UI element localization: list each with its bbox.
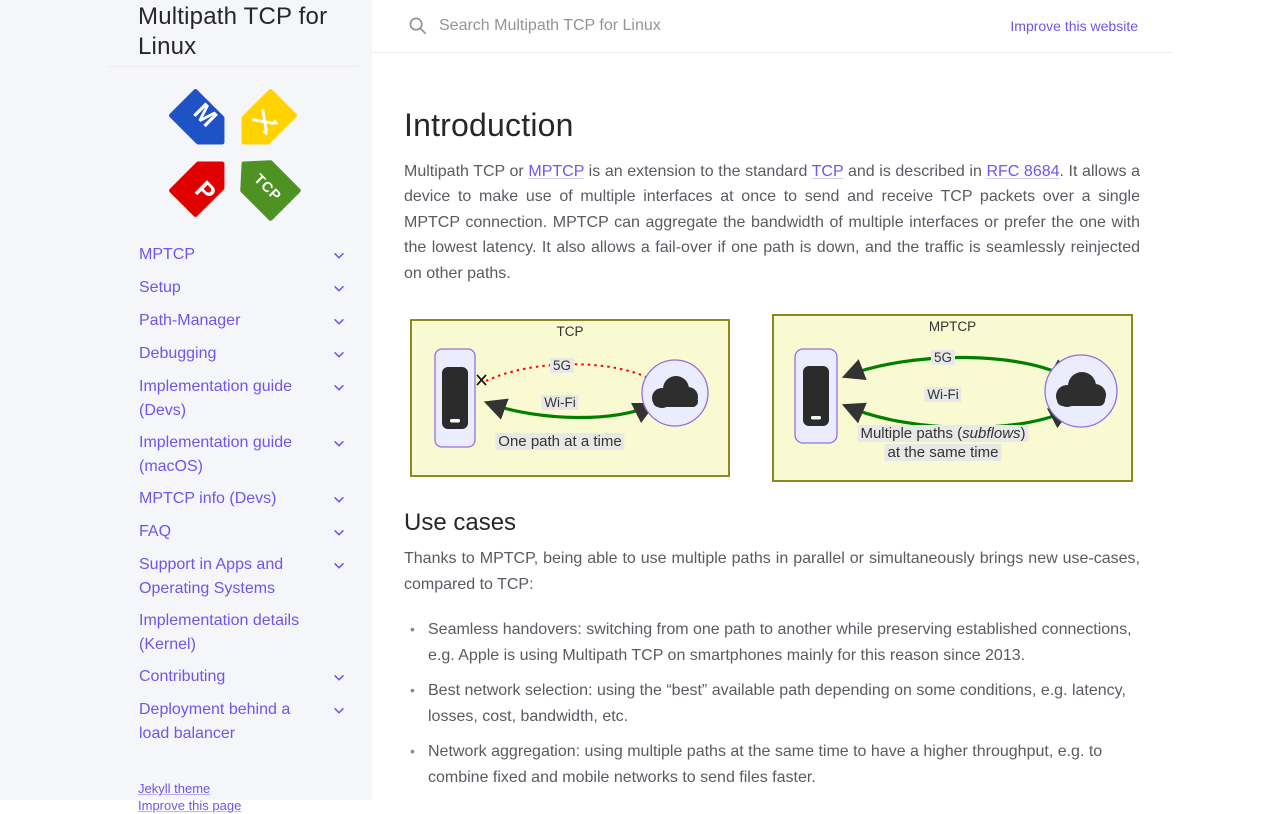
mptcp-wifi-label: Wi-Fi	[924, 387, 962, 402]
sidebar-nav-item[interactable]: MPTCP info (Devs)	[139, 487, 350, 512]
diagram-row: TCP 5G Wi-Fi One path at a time	[410, 314, 1140, 482]
tcp-diagram-title: TCP	[556, 324, 584, 339]
mptcp-diagram: MPTCP 5G Wi-Fi Multiple paths (subflows)…	[772, 314, 1133, 482]
jekyll-theme-link[interactable]: Jekyll theme	[138, 781, 211, 796]
sidebar-nav-item-label[interactable]: MPTCP	[139, 246, 195, 263]
sidebar-nav-item-label[interactable]: Support in Apps and Operating Systems	[139, 556, 284, 597]
sidebar-nav-item-label[interactable]: MPTCP info (Devs)	[139, 490, 277, 507]
use-case-item: • Seamless handovers: switching from one…	[410, 617, 1140, 668]
tcp-5g-path	[485, 363, 651, 382]
top-header: Improve this website	[372, 0, 1172, 53]
chevron-down-icon[interactable]	[332, 526, 346, 545]
tcp-wifi-path	[483, 398, 657, 424]
sidebar-nav-item-label[interactable]: Setup	[139, 279, 181, 296]
chevron-down-icon[interactable]	[332, 315, 346, 334]
main-column: Improve this website Introduction Multip…	[372, 0, 1172, 800]
sidebar-nav-item-label[interactable]: Debugging	[139, 345, 217, 362]
mptcp-5g-label: 5G	[930, 350, 956, 365]
cloud-icon	[1044, 354, 1118, 428]
chevron-down-icon[interactable]	[332, 559, 346, 578]
cloud-icon	[641, 359, 709, 427]
intro-paragraph: Multipath TCP or MPTCP is an extension t…	[404, 162, 1140, 282]
tcp-caption: One path at a time	[495, 433, 625, 450]
bullet-icon: •	[410, 621, 415, 637]
sidebar-nav-item-label[interactable]: FAQ	[139, 523, 172, 540]
phone-icon	[434, 348, 476, 448]
tcp-diagram-graphic	[434, 348, 709, 448]
use-cases-list: • Seamless handovers: switching from one…	[404, 617, 1140, 790]
sidebar-nav-item[interactable]: Deployment behind a load balancer	[139, 698, 350, 746]
sidebar-nav-item-label[interactable]: Path-Manager	[139, 312, 241, 329]
sidebar-nav: MPTCP Setup	[108, 231, 358, 746]
sidebar-nav-item[interactable]: FAQ	[139, 520, 350, 545]
use-case-item: • Network aggregation: using multiple pa…	[410, 739, 1140, 790]
mptcp-caption-line1: Multiple paths (subflows)	[857, 425, 1029, 442]
mptcp-logo-icon: M P TCP	[169, 89, 301, 221]
tcp-diagram: TCP 5G Wi-Fi One path at a time	[410, 319, 730, 477]
use-case-text: Best network selection: using the “best”…	[428, 682, 1126, 725]
sidebar-nav-item-label[interactable]: Implementation guide (Devs)	[139, 378, 292, 419]
phone-icon	[794, 348, 838, 444]
site-title[interactable]: Multipath TCP for Linux	[138, 3, 328, 60]
chevron-down-icon[interactable]	[332, 671, 346, 690]
chevron-down-icon[interactable]	[332, 493, 346, 512]
inline-link[interactable]: RFC 8684	[986, 162, 1060, 180]
sidebar-nav-item[interactable]: MPTCP	[139, 243, 350, 268]
use-case-text: Seamless handovers: switching from one p…	[428, 621, 1132, 664]
search-icon	[409, 17, 426, 35]
use-cases-heading: Use cases	[404, 509, 517, 536]
sidebar-nav-item[interactable]: Debugging	[139, 342, 350, 367]
sidebar-nav-item[interactable]: Implementation guide (macOS)	[139, 431, 350, 479]
chevron-down-icon[interactable]	[332, 437, 346, 456]
sidebar-nav-item[interactable]: Implementation details (Kernel)	[139, 609, 350, 657]
mptcp-caption-line2: at the same time	[884, 444, 1002, 461]
main-content: Introduction Multipath TCP or MPTCP is a…	[372, 53, 1172, 801]
inline-link[interactable]: MPTCP	[528, 162, 585, 180]
page-title: Introduction	[404, 106, 574, 143]
sidebar-nav-item-label[interactable]: Contributing	[139, 668, 226, 685]
improve-this-website-link[interactable]: Improve this website	[1010, 17, 1138, 34]
sidebar: Multipath TCP for Linux	[0, 0, 372, 813]
sidebar-nav-item[interactable]: Support in Apps and Operating Systems	[139, 553, 350, 601]
blocked-x-icon	[476, 372, 658, 386]
use-cases-intro: Thanks to MPTCP, being able to use multi…	[404, 550, 1140, 593]
site-header: Multipath TCP for Linux	[108, 0, 358, 67]
mptcp-5g-path	[841, 355, 1072, 381]
use-case-text: Network aggregation: using multiple path…	[428, 743, 1103, 786]
use-case-item: • Best network selection: using the “bes…	[410, 678, 1140, 729]
mptcp-diagram-title: MPTCP	[928, 319, 977, 334]
mptcp-diagram-graphic	[794, 348, 1118, 444]
search-input[interactable]	[437, 15, 857, 36]
logo-wrap: M P TCP	[108, 67, 358, 231]
sidebar-nav-item[interactable]: Path-Manager	[139, 309, 350, 334]
chevron-down-icon[interactable]	[332, 381, 346, 400]
tcp-5g-label: 5G	[549, 358, 575, 373]
sidebar-nav-item[interactable]: Setup	[139, 276, 350, 301]
bullet-icon: •	[410, 682, 415, 698]
sidebar-nav-item-label[interactable]: Implementation details (Kernel)	[139, 612, 300, 653]
sidebar-nav-item[interactable]: Contributing	[139, 665, 350, 690]
search-box[interactable]	[408, 15, 1010, 36]
sidebar-nav-item-label[interactable]: Deployment behind a load balancer	[139, 701, 291, 742]
sidebar-nav-item[interactable]: Implementation guide (Devs)	[139, 375, 350, 423]
chevron-down-icon[interactable]	[332, 348, 346, 367]
inline-link[interactable]: TCP	[811, 162, 844, 180]
chevron-down-icon[interactable]	[332, 282, 346, 301]
chevron-down-icon[interactable]	[332, 704, 346, 723]
sidebar-nav-item-label[interactable]: Implementation guide (macOS)	[139, 434, 292, 475]
sidebar-footer: Jekyll theme Improve this page	[108, 754, 358, 814]
bullet-icon: •	[410, 743, 415, 759]
chevron-down-icon[interactable]	[332, 249, 346, 268]
tcp-wifi-label: Wi-Fi	[541, 395, 579, 410]
